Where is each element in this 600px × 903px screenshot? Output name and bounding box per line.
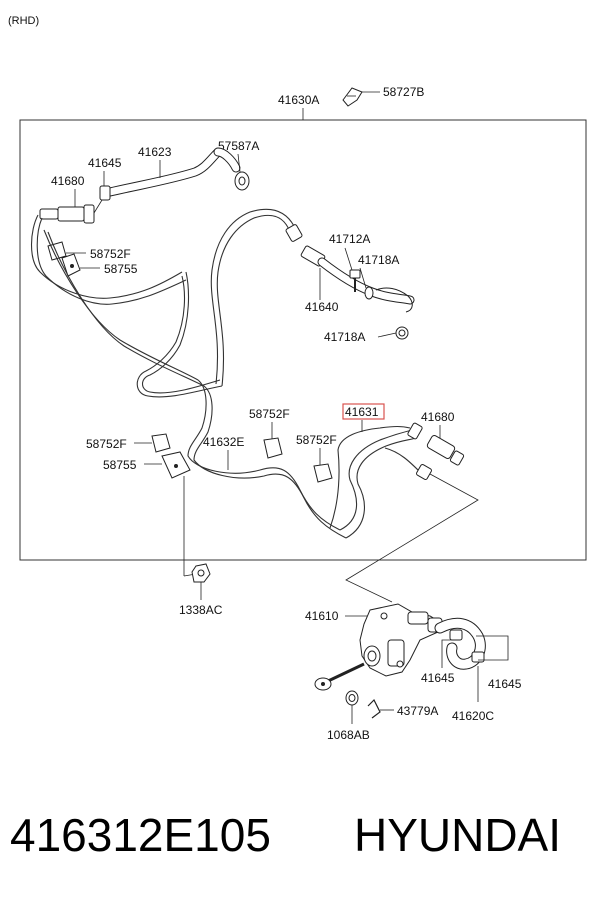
label-41718A-upper: 41718A (358, 253, 399, 267)
pipe-bundle-main (31, 208, 421, 539)
link-41680-41645 (93, 199, 103, 214)
label-58752F-left: 58752F (86, 437, 127, 451)
clip-58752F-left (151, 433, 171, 453)
leader-41718A-upper (359, 267, 367, 289)
label-41645-left: 41645 (421, 671, 455, 685)
label-41610: 41610 (305, 609, 339, 623)
fitting-upper-pipe-end (285, 224, 303, 242)
label-41645-upper: 41645 (88, 156, 122, 170)
washer-41718A-lower (395, 326, 409, 340)
label-58752F-right: 58752F (296, 433, 337, 447)
bolt-41712A (349, 269, 361, 292)
clamp-41645-upper (99, 185, 111, 201)
leader-41645-left-mcyl (441, 639, 460, 668)
label-41630A: 41630A (278, 93, 319, 107)
label-41680-upper: 41680 (51, 174, 85, 188)
nut-1338AC (191, 563, 211, 583)
label-41718A-lower: 41718A (324, 330, 365, 344)
hose-41623 (105, 147, 241, 197)
clamp-57587A (234, 171, 250, 191)
link-line-to-cylinder (345, 473, 479, 603)
label-41623: 41623 (138, 145, 172, 159)
label-41645-right: 41645 (488, 677, 522, 691)
leader-57587A (237, 153, 241, 173)
label-41631: 41631 (345, 405, 379, 419)
washer-41718A-upper (364, 286, 374, 300)
clip-58752F-mid (263, 437, 283, 459)
leader-41712A (344, 247, 353, 271)
label-1338AC: 1338AC (179, 603, 223, 617)
connector-41680-upper (39, 204, 95, 224)
label-58727B: 58727B (383, 85, 424, 99)
label-41640: 41640 (305, 300, 339, 314)
push-rod (314, 662, 365, 691)
clip-58755-upper (61, 253, 81, 277)
clip-58752F-right (313, 463, 333, 483)
highlight-box-41631 (342, 403, 385, 420)
label-41712A: 41712A (329, 232, 370, 246)
label-41620C: 41620C (452, 709, 494, 723)
label-41680-lower: 41680 (421, 410, 455, 424)
label-58752F-upper: 58752F (90, 247, 131, 261)
master-cylinder-41610 (359, 603, 443, 677)
brand-caption: HYUNDAI (354, 809, 562, 861)
part-number-caption: 416312E105 (10, 809, 271, 861)
label-58755-upper: 58755 (104, 262, 138, 276)
label-43779A: 43779A (397, 704, 438, 718)
connector-41680-lower (407, 422, 465, 480)
clip-58755-left (161, 451, 191, 479)
label-41632E: 41632E (203, 435, 244, 449)
washer-1068AB (345, 690, 359, 706)
clip-58727B (342, 87, 363, 107)
leader-41645-right-mcyl (476, 635, 509, 661)
leader-41718A-lower (377, 332, 397, 338)
variant-label: (RHD) (8, 15, 39, 27)
label-57587A: 57587A (218, 139, 259, 153)
clip-43779A (367, 698, 381, 719)
label-1068AB: 1068AB (327, 728, 370, 742)
label-58755-left: 58755 (103, 458, 137, 472)
clip-58752F-upper (47, 241, 67, 261)
hose-41620C (434, 617, 486, 670)
label-58752F-mid: 58752F (249, 407, 290, 421)
